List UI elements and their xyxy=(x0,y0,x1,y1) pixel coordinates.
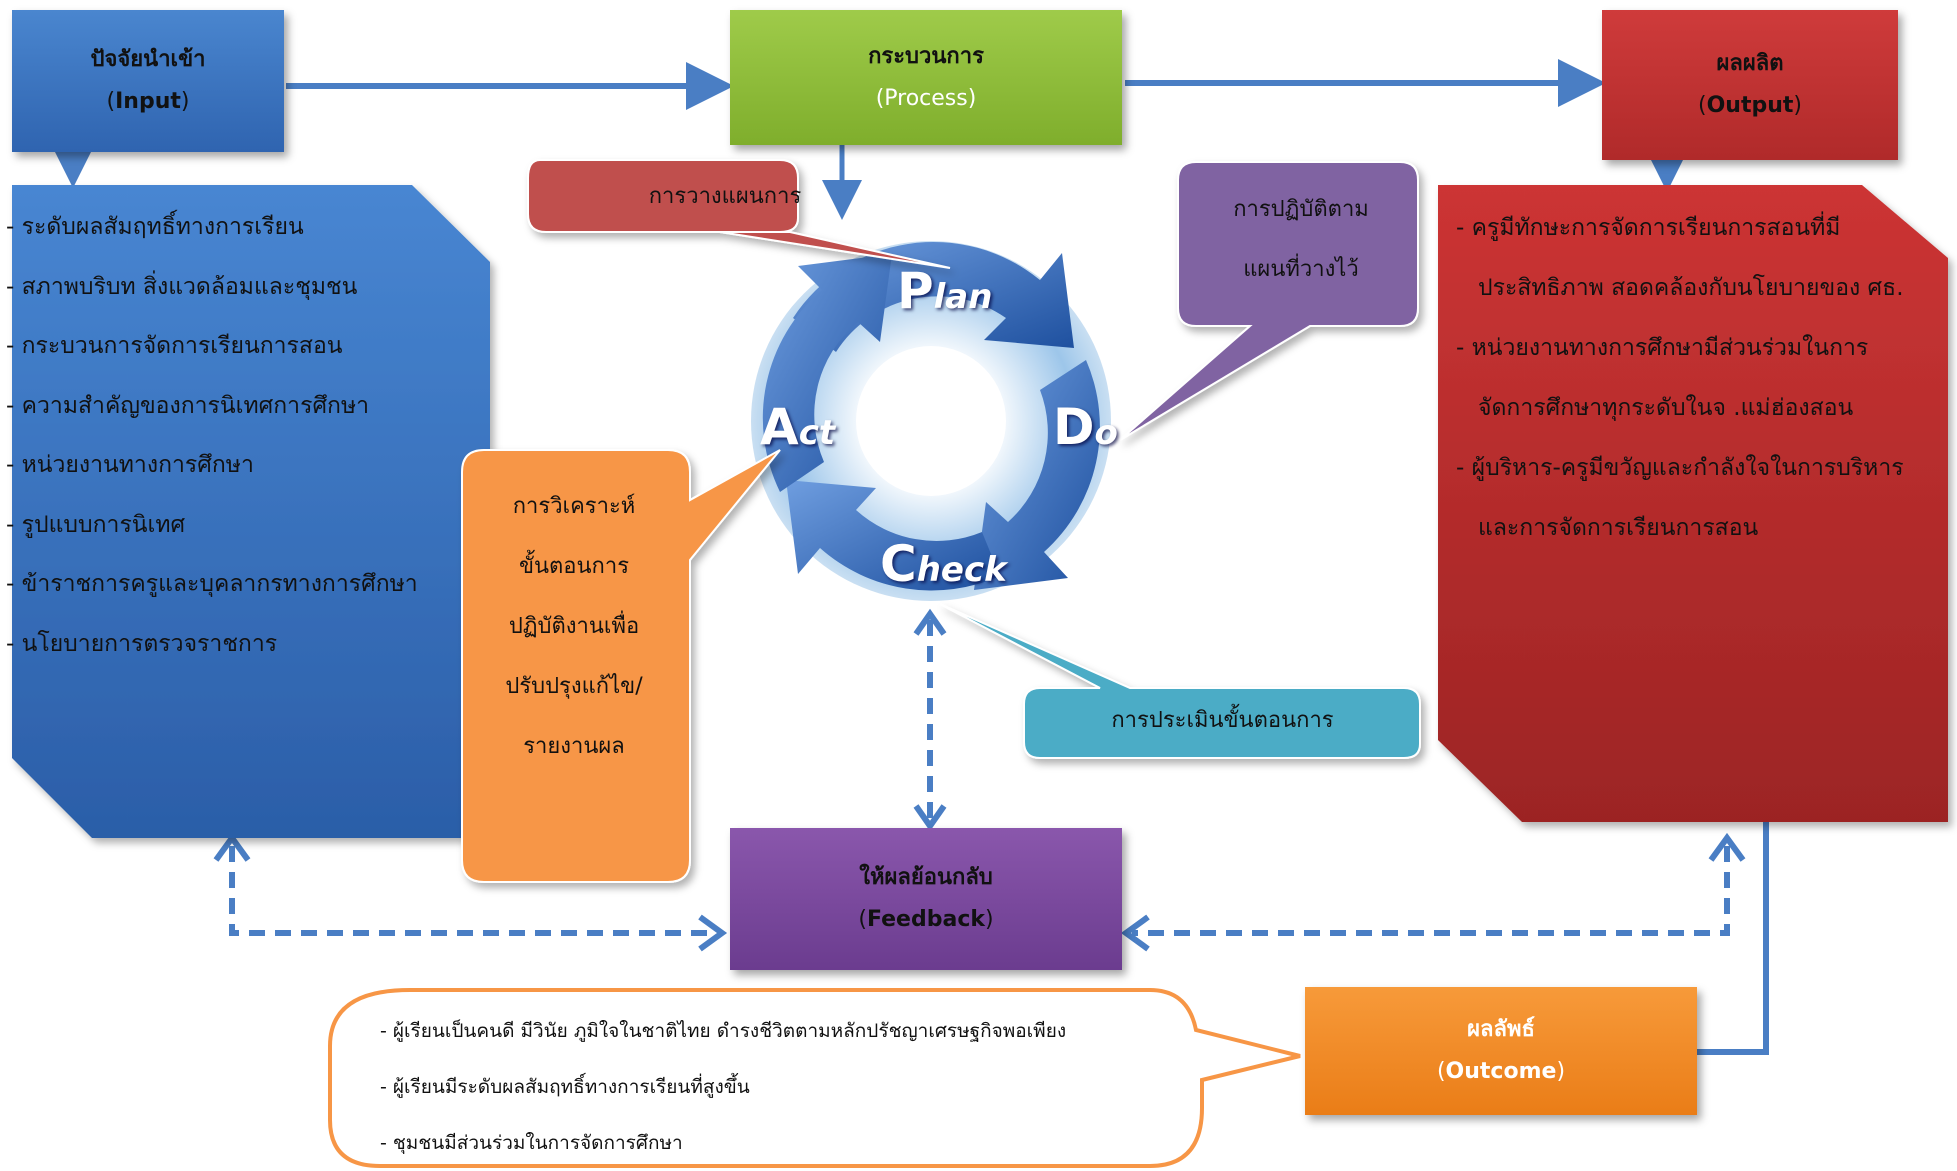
output-item: ครูมีทักษะการจัดการเรียนการสอนที่มีประสิ… xyxy=(1456,198,1926,318)
callout-act-line: การวิเคราะห์ xyxy=(512,494,636,519)
callout-act-shape xyxy=(461,449,781,883)
input-subtitle-close: ) xyxy=(180,89,190,114)
callout-act-label: การวิเคราะห์ ขั้นตอนการ ปฏิบัติงานเพื่อ … xyxy=(462,455,686,777)
output-subtitle-close: ) xyxy=(1793,93,1802,118)
dashed-arrowhead-check-up xyxy=(913,608,947,636)
outcome-subtitle-word: Outcome xyxy=(1445,1059,1557,1084)
callout-do-shape xyxy=(1119,161,1419,441)
dashed-arrowhead-feedback-down xyxy=(913,804,947,832)
callout-act-line: รายงานผล xyxy=(523,734,625,759)
callout-do-line: การปฏิบัติตาม xyxy=(1233,197,1369,222)
input-item: สภาพบริบท สิ่งแวดล้อมและชุมชน xyxy=(6,258,446,318)
process-title: กระบวนการ xyxy=(868,43,984,69)
dashed-arrow-feedback-input xyxy=(229,846,716,936)
input-subtitle-word: Input xyxy=(115,89,181,114)
input-list: ระดับผลสัมฤทธิ์ทางการเรียน สภาพบริบท สิ่… xyxy=(6,198,446,674)
callout-plan-label: การวางแผนการ xyxy=(648,184,802,209)
pdca-act-initial: A xyxy=(760,398,799,456)
input-item: ความสำคัญของการนิเทศการศึกษา xyxy=(6,377,446,437)
output-subtitle-word: Output xyxy=(1706,93,1794,118)
output-header: ผลผลิต (Output) xyxy=(1602,10,1898,160)
input-item: กระบวนการจัดการเรียนการสอน xyxy=(6,317,446,377)
feedback-subtitle-word: Feedback xyxy=(867,907,985,932)
pdca-do-initial: D xyxy=(1053,398,1095,456)
feedback-header: ให้ผลย้อนกลับ (Feedback) xyxy=(730,828,1122,970)
dashed-arrow-output-feedback xyxy=(1132,846,1730,936)
output-subtitle-open: ( xyxy=(1698,93,1707,118)
pdca-arrow-check xyxy=(786,480,1000,591)
pdca-cycle xyxy=(751,241,1111,601)
callout-do-label: การปฏิบัติตาม แผนที่วางไว้ xyxy=(1180,168,1422,328)
outcome-item: ผู้เรียนเป็นคนดี มีวินัย ภูมิใจในชาติไทย… xyxy=(380,1003,1200,1059)
input-item: นโยบายการตรวจราชการ xyxy=(6,615,446,675)
feedback-title: ให้ผลย้อนกลับ xyxy=(859,865,993,891)
output-item: ผู้บริหาร-ครูมีขวัญและกำลังใจในการบริหาร… xyxy=(1456,438,1926,558)
dashed-arrowhead-output-up xyxy=(1708,832,1746,862)
process-header: กระบวนการ (Process) xyxy=(730,10,1122,145)
outcome-header: ผลลัพธ์ (Outcome) xyxy=(1305,987,1697,1115)
output-list: ครูมีทักษะการจัดการเรียนการสอนที่มีประสิ… xyxy=(1456,198,1926,558)
outcome-item: ชุมชนมีส่วนร่วมในการจัดการศึกษา xyxy=(380,1115,1200,1171)
input-item: รูปแบบการนิเทศ xyxy=(6,496,446,556)
pdca-plan-initial: P xyxy=(897,262,934,320)
input-item: ระดับผลสัมฤทธิ์ทางการเรียน xyxy=(6,198,446,258)
outcome-item: ผู้เรียนมีระดับผลสัมฤทธิ์ทางการเรียนที่ส… xyxy=(380,1059,1200,1115)
pdca-check-label: Check xyxy=(880,535,1007,593)
input-header: ปัจจัยนำเข้า (Input) xyxy=(12,10,284,152)
pdca-do-label: Do xyxy=(1053,398,1118,456)
callout-act-line: ขั้นตอนการ xyxy=(518,554,630,579)
pdca-plan-rest: lan xyxy=(933,277,993,317)
pdca-arrow-do xyxy=(974,360,1100,590)
callout-act-line: ปฏิบัติงานเพื่อ xyxy=(508,614,640,639)
feedback-subtitle: (Feedback) xyxy=(858,899,993,941)
pdca-arrow-act xyxy=(762,254,892,492)
feedback-subtitle-close: ) xyxy=(985,907,994,932)
input-subtitle-open: ( xyxy=(106,89,116,114)
callout-plan-shape xyxy=(527,159,951,269)
outcome-subtitle: (Outcome) xyxy=(1437,1051,1565,1093)
input-title: ปัจจัยนำเข้า xyxy=(90,47,206,73)
output-subtitle: (Output) xyxy=(1698,85,1802,127)
dashed-arrowhead-feedback-left xyxy=(698,914,728,952)
output-title: ผลผลิต xyxy=(1716,51,1784,77)
callout-act-line: ปรับปรุงแก้ไข/ xyxy=(505,674,643,699)
callout-do-line: แผนที่วางไว้ xyxy=(1243,257,1359,282)
dashed-arrowhead-feedback-right xyxy=(1120,914,1150,952)
input-item: หน่วยงานทางการศึกษา xyxy=(6,436,446,496)
pdca-act-label: Act xyxy=(760,398,835,456)
callout-check-shape xyxy=(939,603,1421,759)
outcome-list: ผู้เรียนเป็นคนดี มีวินัย ภูมิใจในชาติไทย… xyxy=(380,1003,1200,1171)
callout-check-label: การประเมินขั้นตอนการ xyxy=(1111,708,1334,733)
pdca-check-initial: C xyxy=(880,535,917,593)
input-item: ข้าราชการครูและบุคลากรทางการศึกษา xyxy=(6,555,446,615)
output-item: หน่วยงานทางการศึกษามีส่วนร่วมในการจัดการ… xyxy=(1456,318,1926,438)
pdca-check-rest: heck xyxy=(916,550,1007,590)
outcome-subtitle-close: ) xyxy=(1556,1059,1566,1084)
pdca-ring-inner xyxy=(856,346,1006,496)
outcome-subtitle-open: ( xyxy=(1436,1059,1446,1084)
pdca-plan-label: Plan xyxy=(897,262,992,320)
pdca-do-rest: o xyxy=(1094,413,1118,453)
outcome-title: ผลลัพธ์ xyxy=(1467,1017,1535,1043)
input-subtitle: (Input) xyxy=(107,81,190,123)
pdca-act-rest: ct xyxy=(798,413,836,453)
feedback-subtitle-open: ( xyxy=(858,907,867,932)
process-subtitle: (Process) xyxy=(875,85,977,111)
